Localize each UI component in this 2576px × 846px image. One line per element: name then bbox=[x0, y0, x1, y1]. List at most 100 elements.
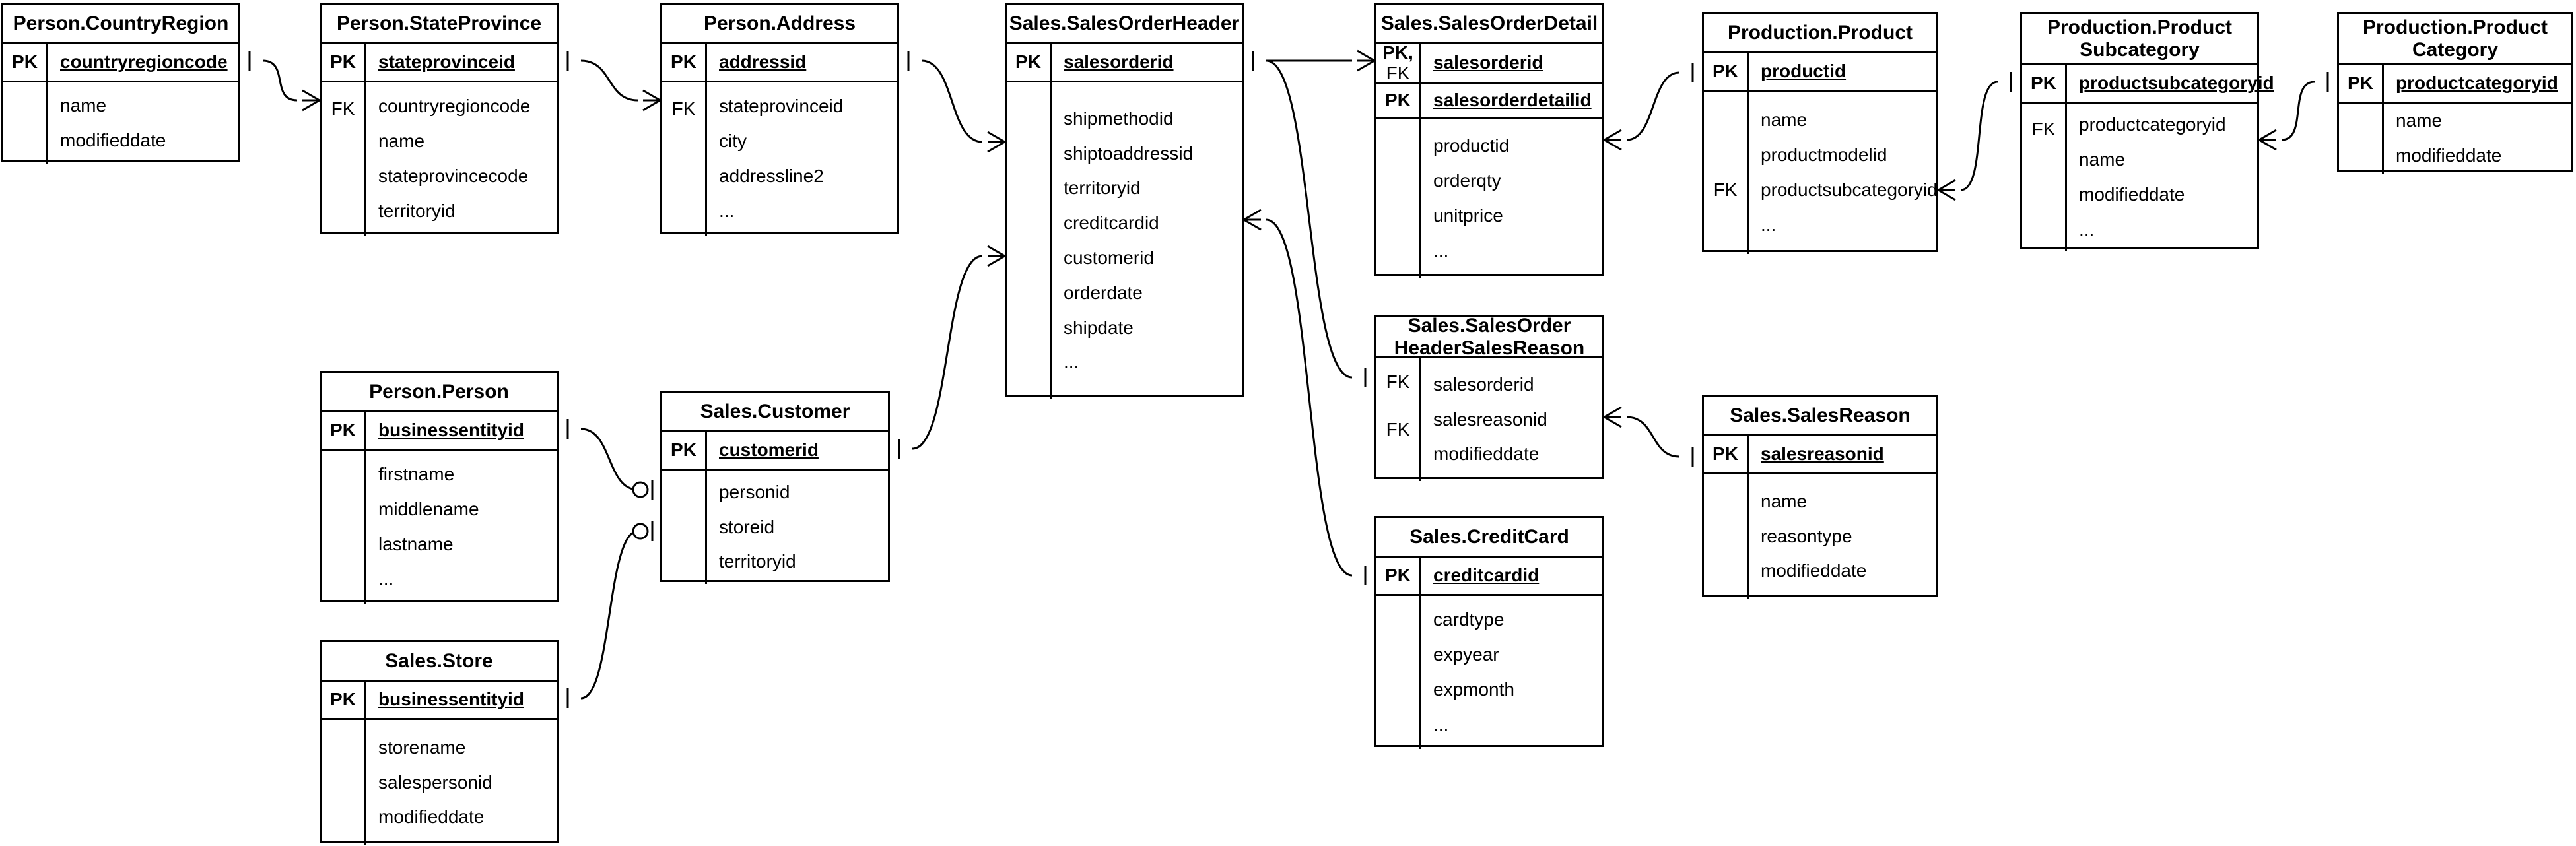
entity-title-store: Sales.Store bbox=[322, 642, 557, 682]
attribute-modifieddate[interactable]: modifieddate bbox=[378, 806, 485, 828]
attribute-customerid[interactable]: customerid bbox=[719, 439, 819, 461]
attribute-name[interactable]: name bbox=[378, 131, 425, 152]
entity-title-countryregion: Person.CountryRegion bbox=[3, 5, 238, 44]
attribute-productcategoryid[interactable]: productcategoryid bbox=[2079, 114, 2226, 135]
attribute-creditcardid[interactable]: creditcardid bbox=[1064, 212, 1159, 234]
attribute-stateprovincecode[interactable]: stateprovincecode bbox=[378, 166, 529, 186]
attribute-salesorderid[interactable]: salesorderid bbox=[1064, 51, 1174, 73]
attribute-personid[interactable]: personid bbox=[719, 481, 790, 502]
attribute-modifieddate[interactable]: modifieddate bbox=[60, 130, 166, 150]
attribute-stateprovinceid[interactable]: stateprovinceid bbox=[719, 96, 844, 117]
attribute-addressid[interactable]: addressid bbox=[719, 51, 807, 73]
attribute-salespersonid[interactable]: salespersonid bbox=[378, 771, 492, 793]
attribute-cardtype[interactable]: cardtype bbox=[1433, 609, 1505, 630]
attribute-creditcardid[interactable]: creditcardid bbox=[1433, 565, 1540, 586]
attribute-shipdate[interactable]: shipdate bbox=[1064, 317, 1134, 338]
attribute-ellipsis[interactable]: ... bbox=[1433, 713, 1449, 734]
key-label-cell: PK bbox=[12, 44, 38, 81]
attribute-name[interactable]: name bbox=[1761, 490, 1808, 511]
attribute-column: name reasontype modifieddate bbox=[1749, 474, 1936, 599]
attribute-storename[interactable]: storename bbox=[378, 736, 466, 758]
attribute-customerid[interactable]: customerid bbox=[1064, 247, 1154, 268]
attribute-modifieddate[interactable]: modifieddate bbox=[1761, 560, 1867, 581]
attribute-reasontype[interactable]: reasontype bbox=[1761, 525, 1852, 546]
attribute-stateprovinceid[interactable]: stateprovinceid bbox=[378, 51, 515, 73]
attribute-productid[interactable]: productid bbox=[1433, 135, 1510, 156]
entity-section-productsubcategory-1: FK productcategoryid name modifieddate... bbox=[2022, 104, 2257, 251]
attribute-firstname[interactable]: firstname bbox=[378, 464, 455, 485]
attribute-modifieddate[interactable]: modifieddate bbox=[2396, 145, 2502, 166]
attribute-lastname[interactable]: lastname bbox=[378, 534, 454, 554]
attribute-column: stateprovinceid bbox=[366, 44, 557, 81]
attribute-orderqty[interactable]: orderqty bbox=[1433, 170, 1501, 191]
attribute-productsubcategoryid[interactable]: productsubcategoryid bbox=[1761, 179, 1938, 200]
key-label-cell: PK bbox=[2348, 65, 2373, 102]
entity-title-address: Person.Address bbox=[662, 5, 897, 44]
attribute-storeid[interactable]: storeid bbox=[719, 516, 775, 537]
attribute-orderdate[interactable]: orderdate bbox=[1064, 282, 1143, 303]
attribute-column: salesorderid bbox=[1052, 44, 1242, 81]
attribute-productsubcategoryid[interactable]: productsubcategoryid bbox=[2079, 73, 2274, 94]
attribute-territoryid[interactable]: territoryid bbox=[1064, 178, 1141, 199]
attribute-shiptoaddressid[interactable]: shiptoaddressid bbox=[1064, 143, 1194, 164]
attribute-name[interactable]: name bbox=[1761, 110, 1808, 131]
key-label: FK bbox=[1386, 62, 1410, 83]
attribute-modifieddate[interactable]: modifieddate bbox=[1433, 443, 1540, 465]
attribute-salesorderid[interactable]: salesorderid bbox=[1433, 52, 1543, 73]
attribute-ellipsis[interactable]: ... bbox=[719, 200, 735, 221]
attribute-unitprice[interactable]: unitprice bbox=[1433, 205, 1503, 226]
attribute-name[interactable]: name bbox=[2396, 110, 2443, 131]
attribute-ellipsis[interactable]: ... bbox=[378, 568, 394, 589]
attribute-productid[interactable]: productid bbox=[1761, 61, 1847, 82]
attribute-territoryid[interactable]: territoryid bbox=[719, 551, 796, 572]
attribute-productcategoryid[interactable]: productcategoryid bbox=[2396, 73, 2558, 94]
entity-section-salesorderheader-1: shipmethodid shiptoaddressid territoryid cr… bbox=[1007, 82, 1242, 399]
attribute-expyear[interactable]: expyear bbox=[1433, 644, 1499, 665]
attribute-ellipsis[interactable]: ... bbox=[1064, 352, 1079, 373]
attribute-ellipsis[interactable]: ... bbox=[1433, 240, 1449, 261]
attribute-salesreasonid[interactable]: salesreasonid bbox=[1761, 443, 1884, 465]
attribute-middlename[interactable]: middlename bbox=[378, 499, 479, 520]
attribute-name[interactable]: name bbox=[2079, 149, 2126, 170]
attribute-territoryid[interactable]: territoryid bbox=[378, 200, 456, 221]
attribute-name[interactable]: name bbox=[60, 95, 107, 116]
attribute-city[interactable]: city bbox=[719, 131, 747, 152]
attribute-modifieddate[interactable]: modifieddate bbox=[2079, 184, 2185, 205]
key-column: FK bbox=[322, 82, 366, 236]
attribute-countryregioncode[interactable]: countryregioncode bbox=[378, 96, 531, 117]
attribute-productmodelid[interactable]: productmodelid bbox=[1761, 145, 1887, 166]
entity-section-productcategory-1: name modifieddate bbox=[2339, 104, 2571, 174]
attribute-ellipsis[interactable]: ... bbox=[1761, 214, 1777, 235]
attribute-ellipsis[interactable]: ... bbox=[2079, 218, 2095, 240]
attribute-addressline2[interactable]: addressline2 bbox=[719, 166, 824, 186]
attribute-salesorderdetailid[interactable]: salesorderdetailid bbox=[1433, 90, 1592, 111]
attribute-expmonth[interactable]: expmonth bbox=[1433, 679, 1514, 700]
attribute-countryregioncode[interactable]: countryregioncode bbox=[60, 51, 228, 73]
key-column: PK bbox=[2022, 65, 2067, 102]
key-label: FK bbox=[1386, 419, 1410, 439]
attribute-businessentityid[interactable]: businessentityid bbox=[378, 689, 524, 710]
attribute-column: name productmodelid productsubcategoryid..… bbox=[1749, 92, 1938, 254]
key-label-cell: PK bbox=[330, 682, 356, 718]
key-column bbox=[322, 720, 366, 845]
attribute-businessentityid[interactable]: businessentityid bbox=[378, 420, 524, 441]
attribute-salesreasonid[interactable]: salesreasonid bbox=[1433, 408, 1547, 430]
attribute-shipmethodid[interactable]: shipmethodid bbox=[1064, 108, 1174, 129]
key-label: FK bbox=[2031, 119, 2056, 140]
attribute-salesorderid[interactable]: salesorderid bbox=[1433, 374, 1534, 395]
